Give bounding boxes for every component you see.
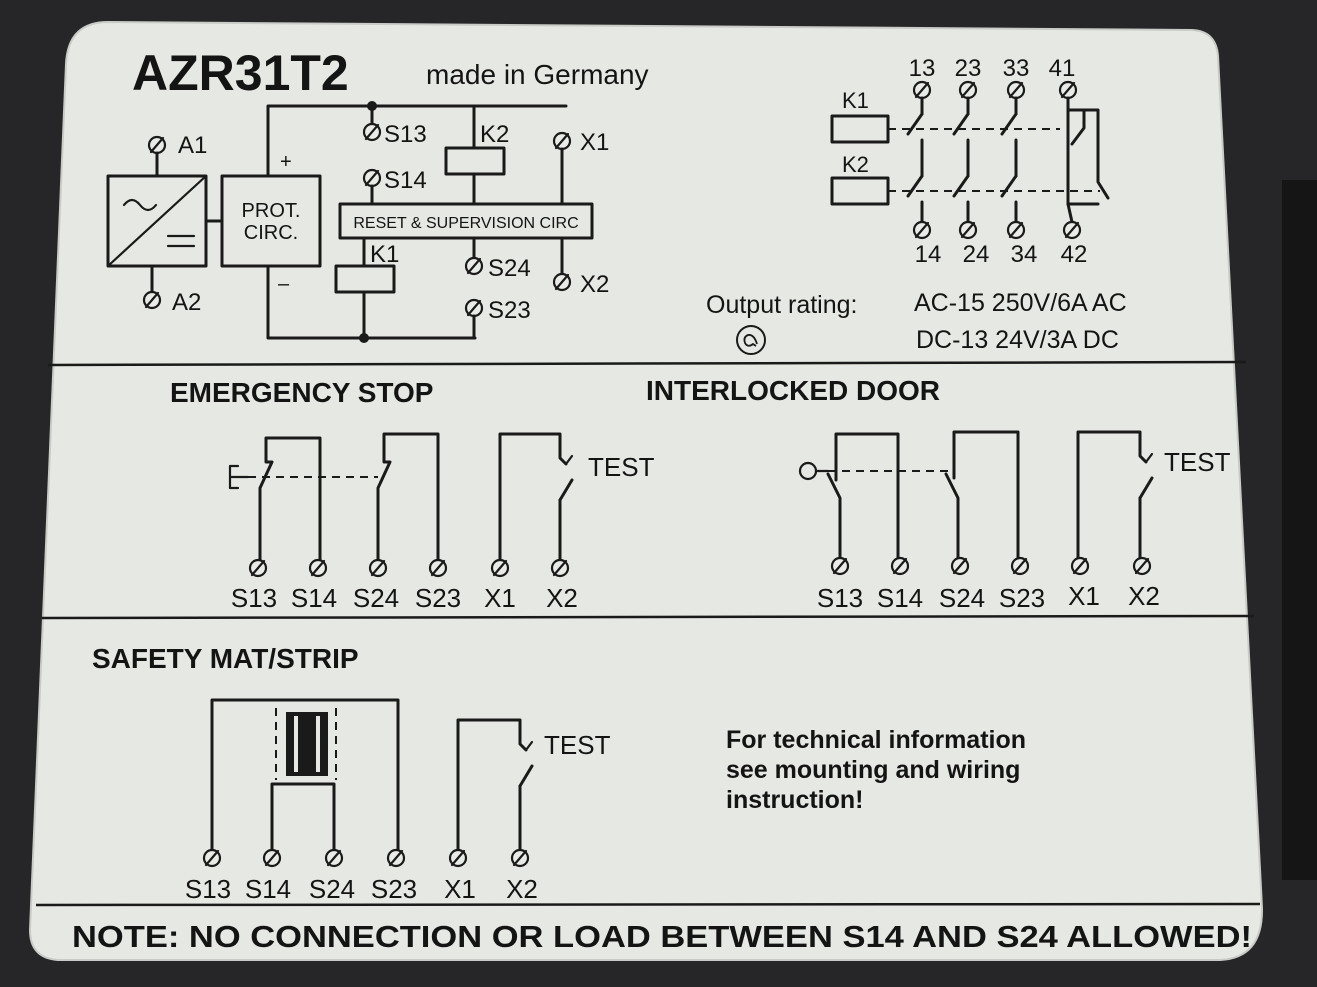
block-diagram: A1 A2 PROT. CIRC. + – S13 S14 — [106, 101, 609, 343]
es-screw-slot-0 — [250, 559, 266, 577]
safety-mat-title: SAFETY MAT/STRIP — [92, 643, 359, 674]
sm-terminal-x1: X1 — [444, 874, 476, 904]
model-name: AZR31T2 — [132, 45, 349, 101]
contact-bottom-24: 24 — [963, 241, 990, 268]
id-screw-slot-3 — [1012, 557, 1028, 575]
es-terminal-x1: X1 — [484, 583, 516, 613]
prot-circ-label-2: CIRC. — [244, 222, 298, 244]
id-screw-slot-2 — [952, 557, 968, 575]
id-terminal-x2: X2 — [1128, 581, 1160, 611]
divider-2 — [41, 614, 1255, 620]
info-line-1: For technical information — [726, 726, 1026, 754]
origin-text: made in Germany — [426, 59, 649, 90]
coil-k1-label: K1 — [370, 241, 399, 268]
sm-screw-slot-3 — [388, 849, 404, 867]
label-sticker — [28, 20, 1264, 961]
contact-bottom-14: 14 — [915, 241, 942, 268]
contact-coil-k2-label: K2 — [842, 152, 869, 177]
sm-terminal-s13: S13 — [185, 874, 231, 904]
contact-top-13: 13 — [909, 55, 936, 82]
id-screw-slot-1 — [892, 557, 908, 575]
id-screw-slot-5 — [1134, 557, 1150, 575]
divider-1 — [47, 360, 1247, 367]
prot-circ-box — [220, 174, 322, 268]
es-screw-slot-5 — [552, 559, 568, 577]
terminal-a2-label: A2 — [172, 289, 201, 316]
contact-diagram: 13 23 33 41 K1 K2 — [830, 55, 1110, 268]
info-line-2: see mounting and wiring — [726, 756, 1020, 784]
output-rating-label: Output rating: — [706, 291, 857, 319]
es-terminal-s23: S23 — [415, 583, 461, 613]
ac-symbol — [122, 198, 158, 212]
safety-mat-section: SAFETY MAT/STRIP TEST S13 S14 S24 S23 X1… — [92, 643, 611, 904]
sm-screw-slot-4 — [450, 849, 466, 867]
id-screw-slot-4 — [1072, 557, 1088, 575]
terminal-a1-label: A1 — [178, 132, 207, 159]
minus-sign: – — [278, 273, 290, 295]
interlocked-door-title: INTERLOCKED DOOR — [646, 375, 940, 406]
interlocked-door-test-label: TEST — [1164, 447, 1231, 477]
es-screw-slot-4 — [492, 559, 508, 577]
plus-sign: + — [280, 151, 292, 173]
es-screw-slot-1 — [310, 559, 326, 577]
terminal-x2-label: X2 — [580, 271, 609, 298]
es-terminal-s24: S24 — [353, 583, 399, 613]
contact-top-33: 33 — [1003, 55, 1030, 82]
terminal-x1-label: X1 — [580, 129, 609, 156]
es-screw-slot-3 — [430, 559, 446, 577]
es-screw-slot-2 — [370, 559, 386, 577]
sm-screw-slot-5 — [512, 849, 528, 867]
emergency-stop-test-label: TEST — [588, 452, 655, 482]
emergency-stop-section: EMERGENCY STOP TEST S13 S14 S24 S23 X1 X… — [170, 377, 655, 613]
es-terminal-x2: X2 — [546, 583, 578, 613]
divider-3 — [35, 902, 1261, 907]
sm-terminal-s14: S14 — [245, 874, 291, 904]
es-terminal-s13: S13 — [231, 583, 277, 613]
info-line-3: instruction! — [726, 786, 864, 814]
warning-note: NOTE: NO CONNECTION OR LOAD BETWEEN S14 … — [72, 919, 1252, 954]
sm-screw-slot-0 — [204, 849, 220, 867]
es-terminal-s14: S14 — [291, 583, 337, 613]
reset-supervision-box — [338, 202, 594, 240]
prot-circ-label-1: PROT. — [242, 200, 301, 222]
sm-screw-slot-1 — [264, 849, 280, 867]
output-rating-dc: DC-13 24V/3A DC — [916, 326, 1119, 354]
contact-bottom-42: 42 — [1061, 241, 1088, 268]
contact-coil-k1-label: K1 — [842, 88, 869, 113]
terminal-s13-label: S13 — [384, 121, 427, 148]
approval-mark-icon — [736, 325, 766, 355]
output-rating-ac: AC-15 250V/6A AC — [914, 289, 1127, 317]
terminal-s24-label: S24 — [488, 255, 531, 282]
id-terminal-s23: S23 — [999, 583, 1045, 613]
reset-supervision-label: RESET & SUPERVISION CIRC — [353, 215, 578, 232]
id-terminal-x1: X1 — [1068, 581, 1100, 611]
coil-k2-label: K2 — [480, 121, 509, 148]
sm-terminal-s23: S23 — [371, 874, 417, 904]
safety-mat-test-label: TEST — [544, 730, 611, 760]
sm-screw-slot-2 — [326, 849, 342, 867]
id-screw-slot-0 — [832, 557, 848, 575]
sm-terminal-s24: S24 — [309, 874, 355, 904]
emergency-stop-title: EMERGENCY STOP — [170, 377, 433, 408]
id-terminal-s24: S24 — [939, 583, 985, 613]
terminal-s14-label: S14 — [384, 167, 427, 194]
terminal-s23-label: S23 — [488, 297, 531, 324]
id-terminal-s14: S14 — [877, 583, 923, 613]
contact-top-23: 23 — [955, 55, 982, 82]
contact-top-41: 41 — [1049, 55, 1076, 82]
id-terminal-s13: S13 — [817, 583, 863, 613]
sm-terminal-x2: X2 — [506, 874, 538, 904]
contact-bottom-34: 34 — [1011, 241, 1038, 268]
interlocked-door-section: INTERLOCKED DOOR TEST S13 S14 S24 S23 X1… — [646, 375, 1231, 613]
